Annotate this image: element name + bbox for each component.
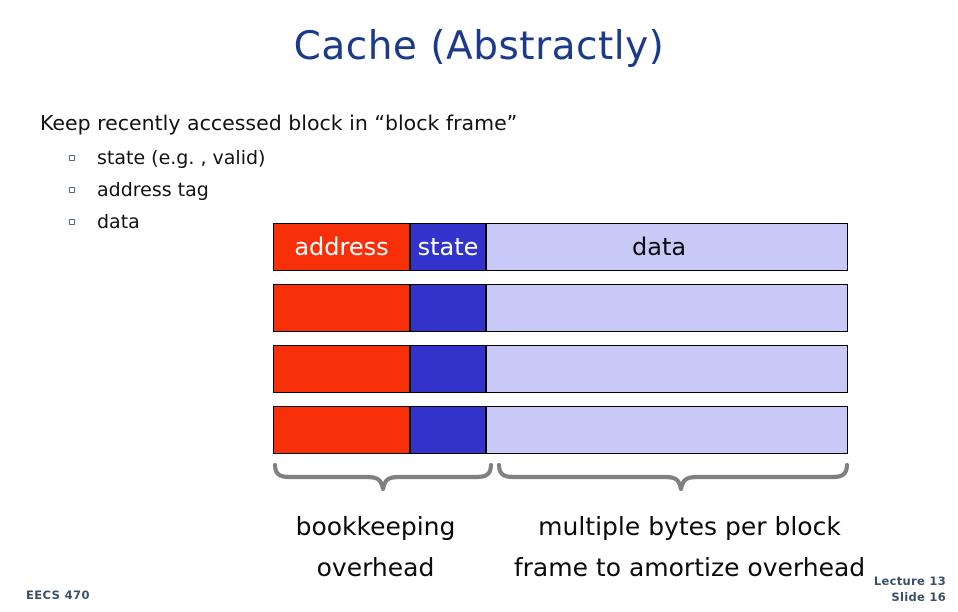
cache-row-header: address state data	[273, 223, 848, 271]
cell-state	[410, 406, 486, 454]
caption-bookkeeping: bookkeeping overhead	[268, 506, 483, 588]
list-item-label: address tag	[97, 179, 209, 201]
footer-slide-number: Slide 16	[891, 590, 946, 604]
cell-state-header: state	[410, 223, 486, 271]
list-item-label: data	[97, 211, 140, 233]
caption-bookkeeping-line1: bookkeeping	[295, 512, 456, 541]
square-bullet-icon	[69, 187, 75, 193]
cell-data	[486, 406, 848, 454]
cell-data-header: data	[486, 223, 848, 271]
cell-address-header: address	[273, 223, 410, 271]
brace-data-icon	[496, 463, 850, 492]
brace-group	[271, 463, 851, 497]
footer-course-label: EECS 470	[26, 588, 90, 602]
square-bullet-icon	[69, 219, 75, 225]
brace-bookkeeping-icon	[272, 463, 494, 492]
lead-statement: Keep recently accessed block in “block f…	[40, 111, 518, 135]
footer-lecture-label: Lecture 13	[873, 574, 946, 588]
cell-state	[410, 284, 486, 332]
caption-data-line2: frame to amortize overhead	[513, 553, 866, 582]
caption-bookkeeping-line2: overhead	[316, 553, 435, 582]
caption-data-line1: multiple bytes per block	[538, 512, 841, 541]
list-item: data	[40, 206, 600, 238]
cache-row	[273, 345, 848, 393]
cache-row	[273, 406, 848, 454]
cell-address	[273, 345, 410, 393]
cache-row	[273, 284, 848, 332]
list-item: address tag	[40, 174, 600, 206]
cell-state	[410, 345, 486, 393]
bullet-list: state (e.g. , valid) address tag data	[40, 142, 600, 238]
square-bullet-icon	[69, 155, 75, 161]
cell-address	[273, 406, 410, 454]
caption-data: multiple bytes per block frame to amorti…	[487, 506, 892, 588]
list-item-label: state (e.g. , valid)	[97, 147, 266, 169]
cell-data	[486, 284, 848, 332]
list-item: state (e.g. , valid)	[40, 142, 600, 174]
body-content: Keep recently accessed block in “block f…	[40, 110, 600, 238]
footer-slide-meta: Lecture 13 Slide 16	[874, 573, 946, 605]
cache-block-frame-diagram: address state data	[273, 223, 848, 454]
cell-address	[273, 284, 410, 332]
page-title: Cache (Abstractly)	[293, 24, 665, 69]
cell-data	[486, 345, 848, 393]
